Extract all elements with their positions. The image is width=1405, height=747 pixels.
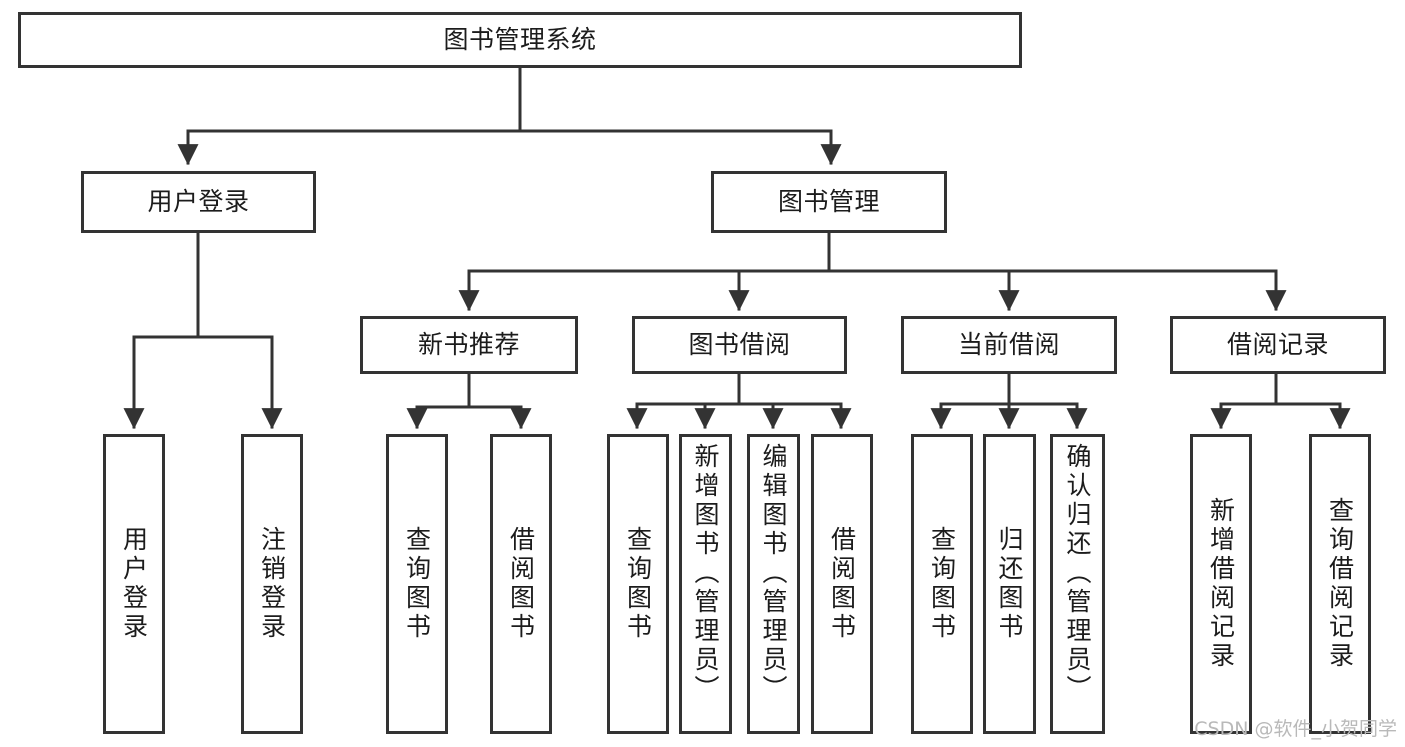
leaf-add-book-admin[interactable]: 新增图书（管理员）	[679, 434, 732, 734]
node-label: 图书管理系统	[443, 24, 597, 54]
node-label: 图书借阅	[688, 329, 791, 359]
node-label: 编辑图书（管理员）	[759, 443, 788, 704]
leaf-query-book-bw[interactable]: 查询图书	[607, 434, 669, 734]
leaf-user-login[interactable]: 用户登录	[103, 434, 165, 734]
node-label: 确认归还（管理员）	[1063, 443, 1092, 704]
node-label: 新书推荐	[417, 329, 520, 359]
node-label: 新增图书（管理员）	[691, 443, 720, 704]
node-label: 借阅图书	[506, 526, 536, 642]
node-label: 用户登录	[147, 186, 250, 216]
node-label: 归还图书	[995, 526, 1024, 642]
node-label: 查询借阅记录	[1325, 497, 1355, 671]
node-book-management[interactable]: 图书管理	[711, 171, 947, 233]
csdn-watermark: CSDN @软件_小贺同学	[1194, 718, 1397, 740]
node-book-borrow[interactable]: 图书借阅	[632, 316, 847, 374]
node-label: 当前借阅	[957, 329, 1060, 359]
node-label: 新增借阅记录	[1206, 497, 1236, 671]
node-label: 查询图书	[927, 526, 957, 642]
leaf-query-book-nb[interactable]: 查询图书	[386, 434, 448, 734]
leaf-logout[interactable]: 注销登录	[241, 434, 303, 734]
leaf-borrow-book-bw[interactable]: 借阅图书	[811, 434, 873, 734]
leaf-edit-book-admin[interactable]: 编辑图书（管理员）	[747, 434, 800, 734]
node-label: 查询图书	[623, 526, 653, 642]
node-borrow-records[interactable]: 借阅记录	[1170, 316, 1386, 374]
leaf-query-borrow-record[interactable]: 查询借阅记录	[1309, 434, 1371, 734]
node-label: 借阅图书	[827, 526, 857, 642]
node-user-login[interactable]: 用户登录	[81, 171, 316, 233]
node-current-borrow[interactable]: 当前借阅	[901, 316, 1117, 374]
leaf-add-borrow-record[interactable]: 新增借阅记录	[1190, 434, 1252, 734]
node-label: 注销登录	[257, 526, 287, 642]
node-label: 借阅记录	[1226, 329, 1329, 359]
leaf-return-book[interactable]: 归还图书	[983, 434, 1036, 734]
leaf-query-book-cu[interactable]: 查询图书	[911, 434, 973, 734]
leaf-borrow-book-nb[interactable]: 借阅图书	[490, 434, 552, 734]
node-label: 用户登录	[119, 526, 149, 642]
node-label: 查询图书	[402, 526, 432, 642]
node-new-book-recommend[interactable]: 新书推荐	[360, 316, 578, 374]
node-label: 图书管理	[777, 186, 880, 216]
leaf-confirm-return-admin[interactable]: 确认归还（管理员）	[1050, 434, 1105, 734]
node-root-system[interactable]: 图书管理系统	[18, 12, 1022, 68]
